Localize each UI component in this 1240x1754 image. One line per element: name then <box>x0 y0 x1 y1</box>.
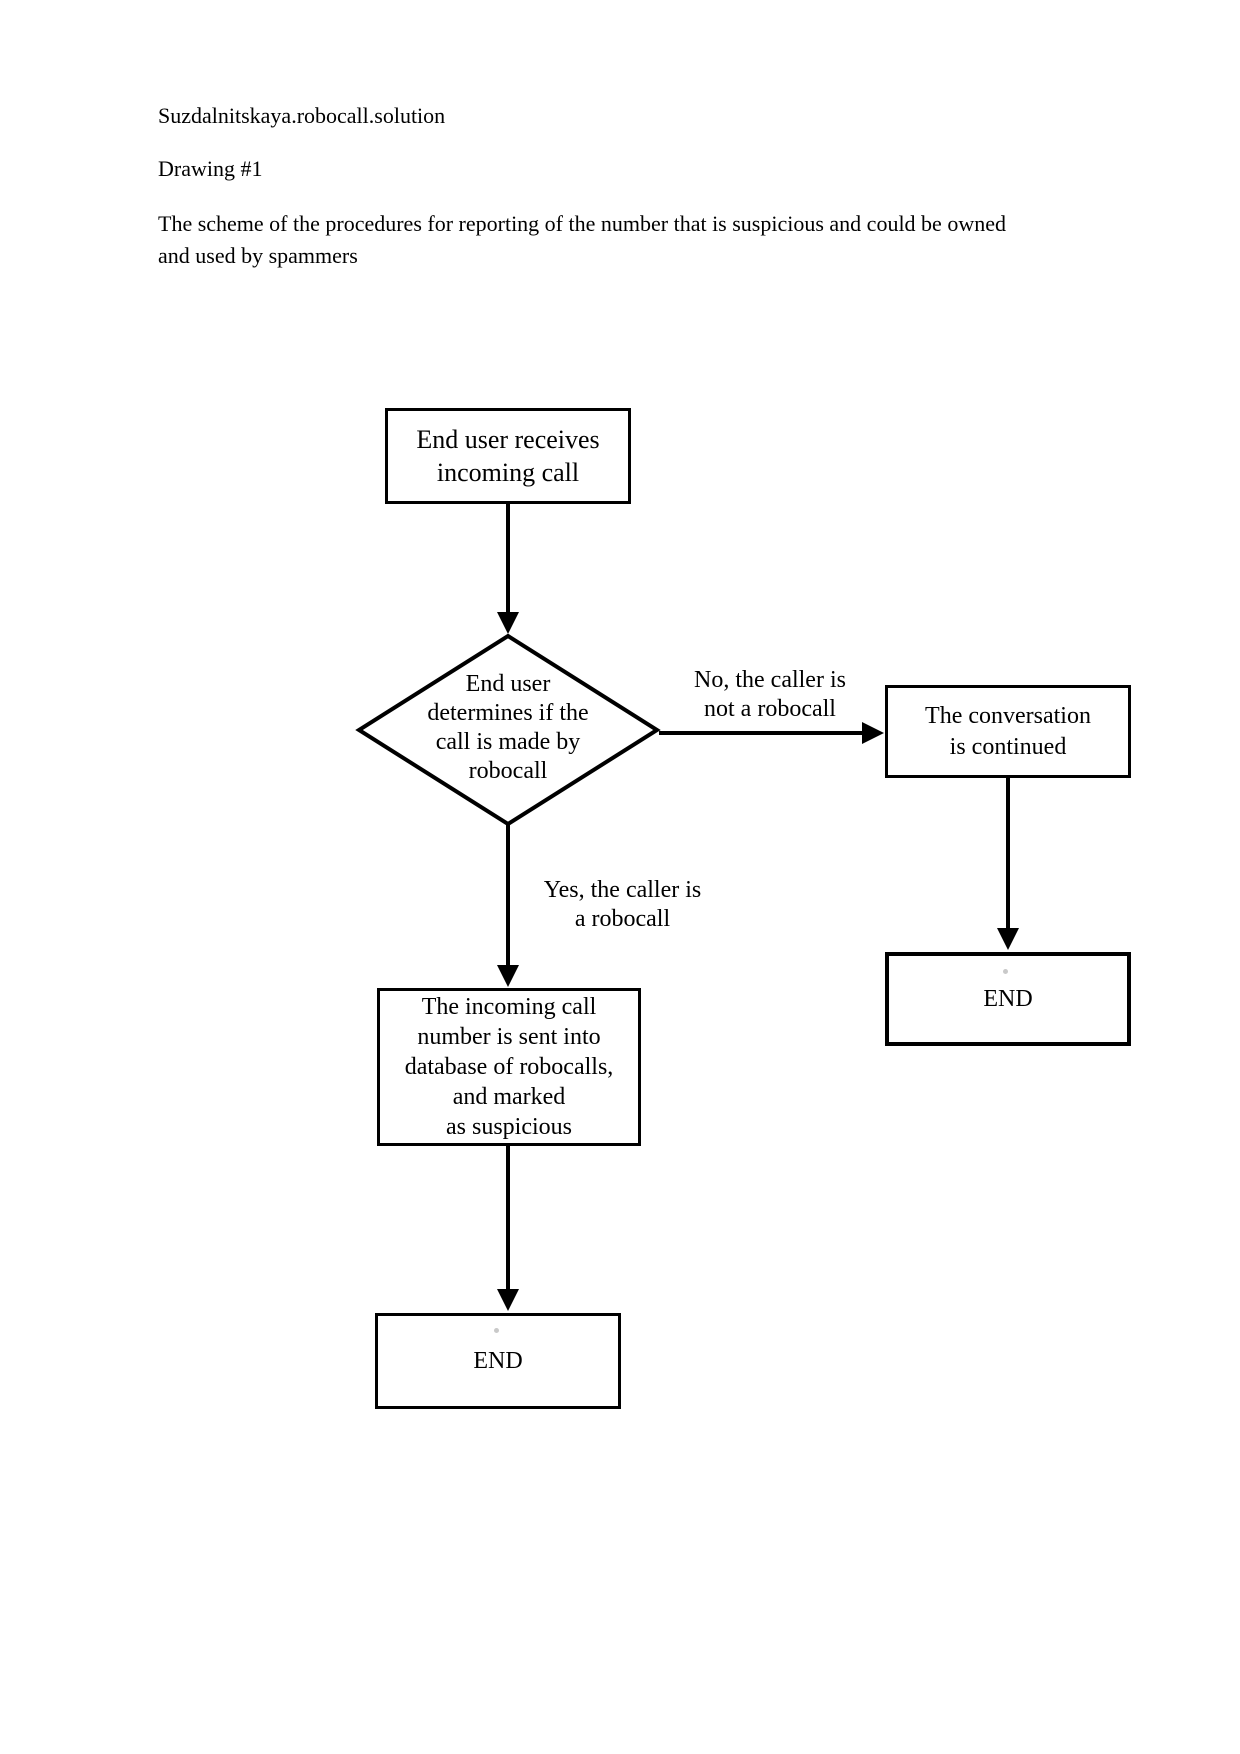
description-line-2: and used by spammers <box>158 243 358 268</box>
decision-line-1: End user <box>465 671 551 697</box>
yes-branch-label: Yes, the caller is a robocall <box>520 876 725 934</box>
end-node-right-label: END <box>983 985 1033 1012</box>
yes-branch-label-line-2: a robocall <box>574 906 671 932</box>
conversation-node-line-2: is continued <box>949 733 1067 760</box>
end-node-bottom: END <box>375 1313 621 1409</box>
decision-line-2: determines if the <box>427 700 589 726</box>
database-node: The incoming call number is sent into da… <box>377 988 641 1146</box>
description-paragraph: The scheme of the procedures for reporti… <box>158 208 1058 272</box>
scan-speck <box>1003 969 1008 974</box>
start-node-line-1: End user receives <box>416 425 600 454</box>
scan-speck <box>494 1328 499 1333</box>
yes-branch-label-line-1: Yes, the caller is <box>543 877 702 903</box>
conversation-node-line-1: The conversation <box>925 702 1091 729</box>
database-node-line-1: The incoming call <box>421 994 597 1020</box>
no-branch-label-line-2: not a robocall <box>704 696 836 722</box>
end-node-right: END <box>885 952 1131 1046</box>
start-node-line-2: incoming call <box>436 458 580 487</box>
decision-diamond-shape <box>355 633 661 827</box>
decision-line-4: robocall <box>468 758 548 784</box>
database-node-line-4: and marked <box>452 1084 566 1110</box>
end-node-bottom-label: END <box>473 1347 523 1374</box>
arrow-database-to-end-head <box>497 1289 519 1311</box>
start-node: End user receives incoming call <box>385 408 631 504</box>
drawing-number: Drawing #1 <box>158 156 263 181</box>
arrow-yes-branch-head <box>497 965 519 987</box>
database-node-line-5: as suspicious <box>446 1114 572 1140</box>
no-branch-label-line-1: No, the caller is <box>694 667 846 693</box>
arrow-no-branch-head <box>862 722 884 744</box>
database-node-line-2: number is sent into <box>417 1024 601 1050</box>
document-title: Suzdalnitskaya.robocall.solution <box>158 103 446 128</box>
decision-node-text: End user determines if the call is made … <box>383 670 633 786</box>
no-branch-label: No, the caller is not a robocall <box>650 666 890 724</box>
database-node-line-3: database of robocalls, <box>404 1054 614 1080</box>
arrow-start-to-decision-head <box>497 612 519 634</box>
arrow-conversation-to-end-head <box>997 928 1019 950</box>
conversation-node: The conversation is continued <box>885 685 1131 778</box>
decision-line-3: call is made by <box>435 729 581 755</box>
description-line-1: The scheme of the procedures for reporti… <box>158 211 1006 236</box>
